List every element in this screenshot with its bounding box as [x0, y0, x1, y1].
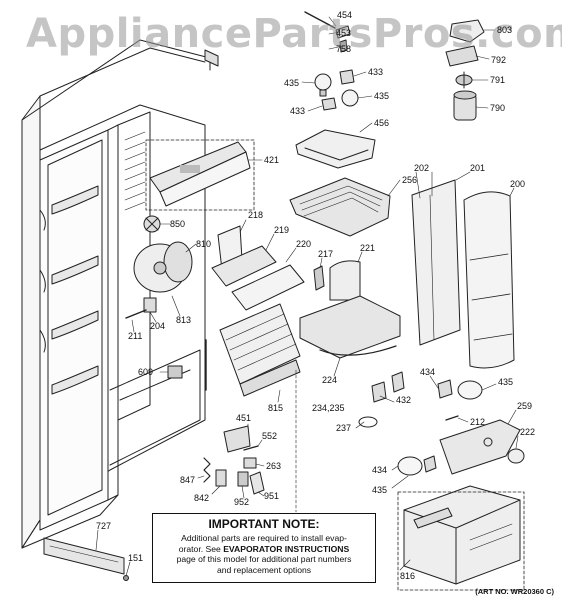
callout-421: 421 [264, 155, 280, 165]
callout-218: 218 [248, 210, 264, 220]
callout-758: 758 [336, 44, 352, 54]
callout-217: 217 [318, 249, 334, 259]
callout-454: 454 [337, 10, 353, 20]
callout-221: 221 [360, 243, 376, 253]
callout-609: 609 [138, 367, 154, 377]
callout-212: 212 [470, 417, 486, 427]
callout-259: 259 [517, 401, 533, 411]
callout-552: 552 [262, 431, 278, 441]
callout-816: 816 [400, 571, 416, 581]
callout-435: 435 [284, 78, 300, 88]
callout-434: 434 [420, 367, 436, 377]
parts-top-right [149, 11, 485, 237]
callout-952: 952 [234, 497, 250, 507]
note-line-2-prefix: orator. See [178, 543, 224, 554]
callout-202: 202 [414, 163, 430, 173]
callout-204: 204 [150, 321, 166, 331]
callout-256: 256 [402, 175, 418, 185]
callout-219: 219 [274, 225, 290, 235]
callout-234-235: 234,235 [312, 403, 345, 413]
cabinet-drawing [21, 39, 219, 549]
callout-951: 951 [264, 491, 280, 501]
callout-456: 456 [374, 118, 390, 128]
callout-815: 815 [268, 403, 284, 413]
note-body: Additional parts are required to install… [157, 533, 371, 575]
callout-727: 727 [96, 521, 112, 531]
callout-451: 451 [236, 413, 252, 423]
watermark-text: AppliancePartsPros.com [26, 11, 562, 57]
callout-813: 813 [176, 315, 192, 325]
callout-847: 847 [180, 475, 196, 485]
parts-middle [125, 215, 405, 495]
callout-842: 842 [194, 493, 210, 503]
note-line-3: page of this model for additional part n… [176, 554, 352, 564]
callout-790: 790 [490, 103, 506, 113]
note-line-4: and replacement options [216, 564, 312, 575]
callout-432: 432 [396, 395, 412, 405]
callout-434: 434 [372, 465, 388, 475]
callout-224: 224 [322, 375, 338, 385]
callout-850: 850 [170, 219, 186, 229]
callout-435: 435 [372, 485, 388, 495]
callout-222: 222 [520, 427, 536, 437]
callout-453: 453 [336, 28, 352, 38]
callout-433: 433 [368, 67, 384, 77]
callout-803: 803 [497, 25, 513, 35]
callout-791: 791 [490, 75, 506, 85]
note-title: IMPORTANT NOTE: [208, 517, 320, 531]
grille-part [43, 537, 125, 575]
callout-201: 201 [470, 163, 486, 173]
callout-433: 433 [290, 106, 306, 116]
parts-right [397, 179, 525, 591]
leader-lines [95, 16, 519, 577]
callout-435: 435 [498, 377, 514, 387]
callout-435: 435 [374, 91, 390, 101]
callout-211: 211 [128, 331, 143, 341]
evaporator-instructions-link-text: EVAPORATOR INSTRUCTIONS [223, 543, 350, 554]
art-number: (ART NO. WR20360 C) [475, 587, 554, 596]
callout-810: 810 [196, 239, 212, 249]
important-note-box: IMPORTANT NOTE: Additional parts are req… [152, 513, 376, 583]
callout-200: 200 [510, 179, 526, 189]
callout-220: 220 [296, 239, 312, 249]
callout-792: 792 [491, 55, 507, 65]
callout-237: 237 [336, 423, 352, 433]
callout-151: 151 [128, 553, 144, 563]
callout-263: 263 [266, 461, 282, 471]
note-line-1: Additional parts are required to install… [181, 533, 347, 543]
